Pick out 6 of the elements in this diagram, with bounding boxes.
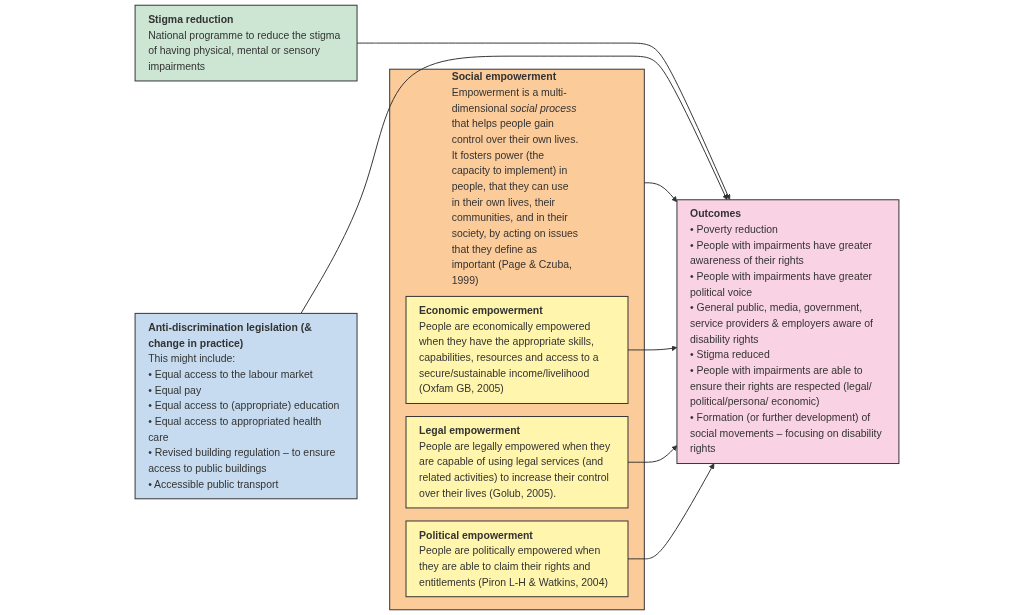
node-box: Political empowerment People are politically empowered when they are able to claim their rights and entitlements (Piron L-H & Watkins, 2004) [405,520,629,598]
node-box: Stigma reduction National programme to reduce the stigma of having physical, mental or sensory impairments [134,4,358,82]
node-box: Legal empowerment People are legally empowered when they are capable of using legal services (and related activities) to increase their control over their lives (Golub, 2005). [405,416,629,509]
node-box: Outcomes • Poverty reduction • People with impairments have greater awareness of their rights • People with impairments have greater political voice • General public, media, government, service providers & employers aware of disability rights • Stigma reduced • People with impairments are able to ensure their rights are respected (legal/ political/persona/ economic) • Formation (or further development) of social movements – focusing on disability rights [676,199,900,465]
node-box: Anti-discrimination legislation (& change in practice) This might include: • Equal access to the labour market • Equal pay • Equal access to (appropriate) education • Equal access to appropriated health care • Revised building regulation – to ensure access to public buildings • Accessible public transport [134,312,358,500]
node-box: Economic empowerment People are economically empowered when they have the appropriate skills, capabilities, resources and access to a secure/sustainable income/livelihood (Oxfam GB, 2005) [405,295,629,404]
